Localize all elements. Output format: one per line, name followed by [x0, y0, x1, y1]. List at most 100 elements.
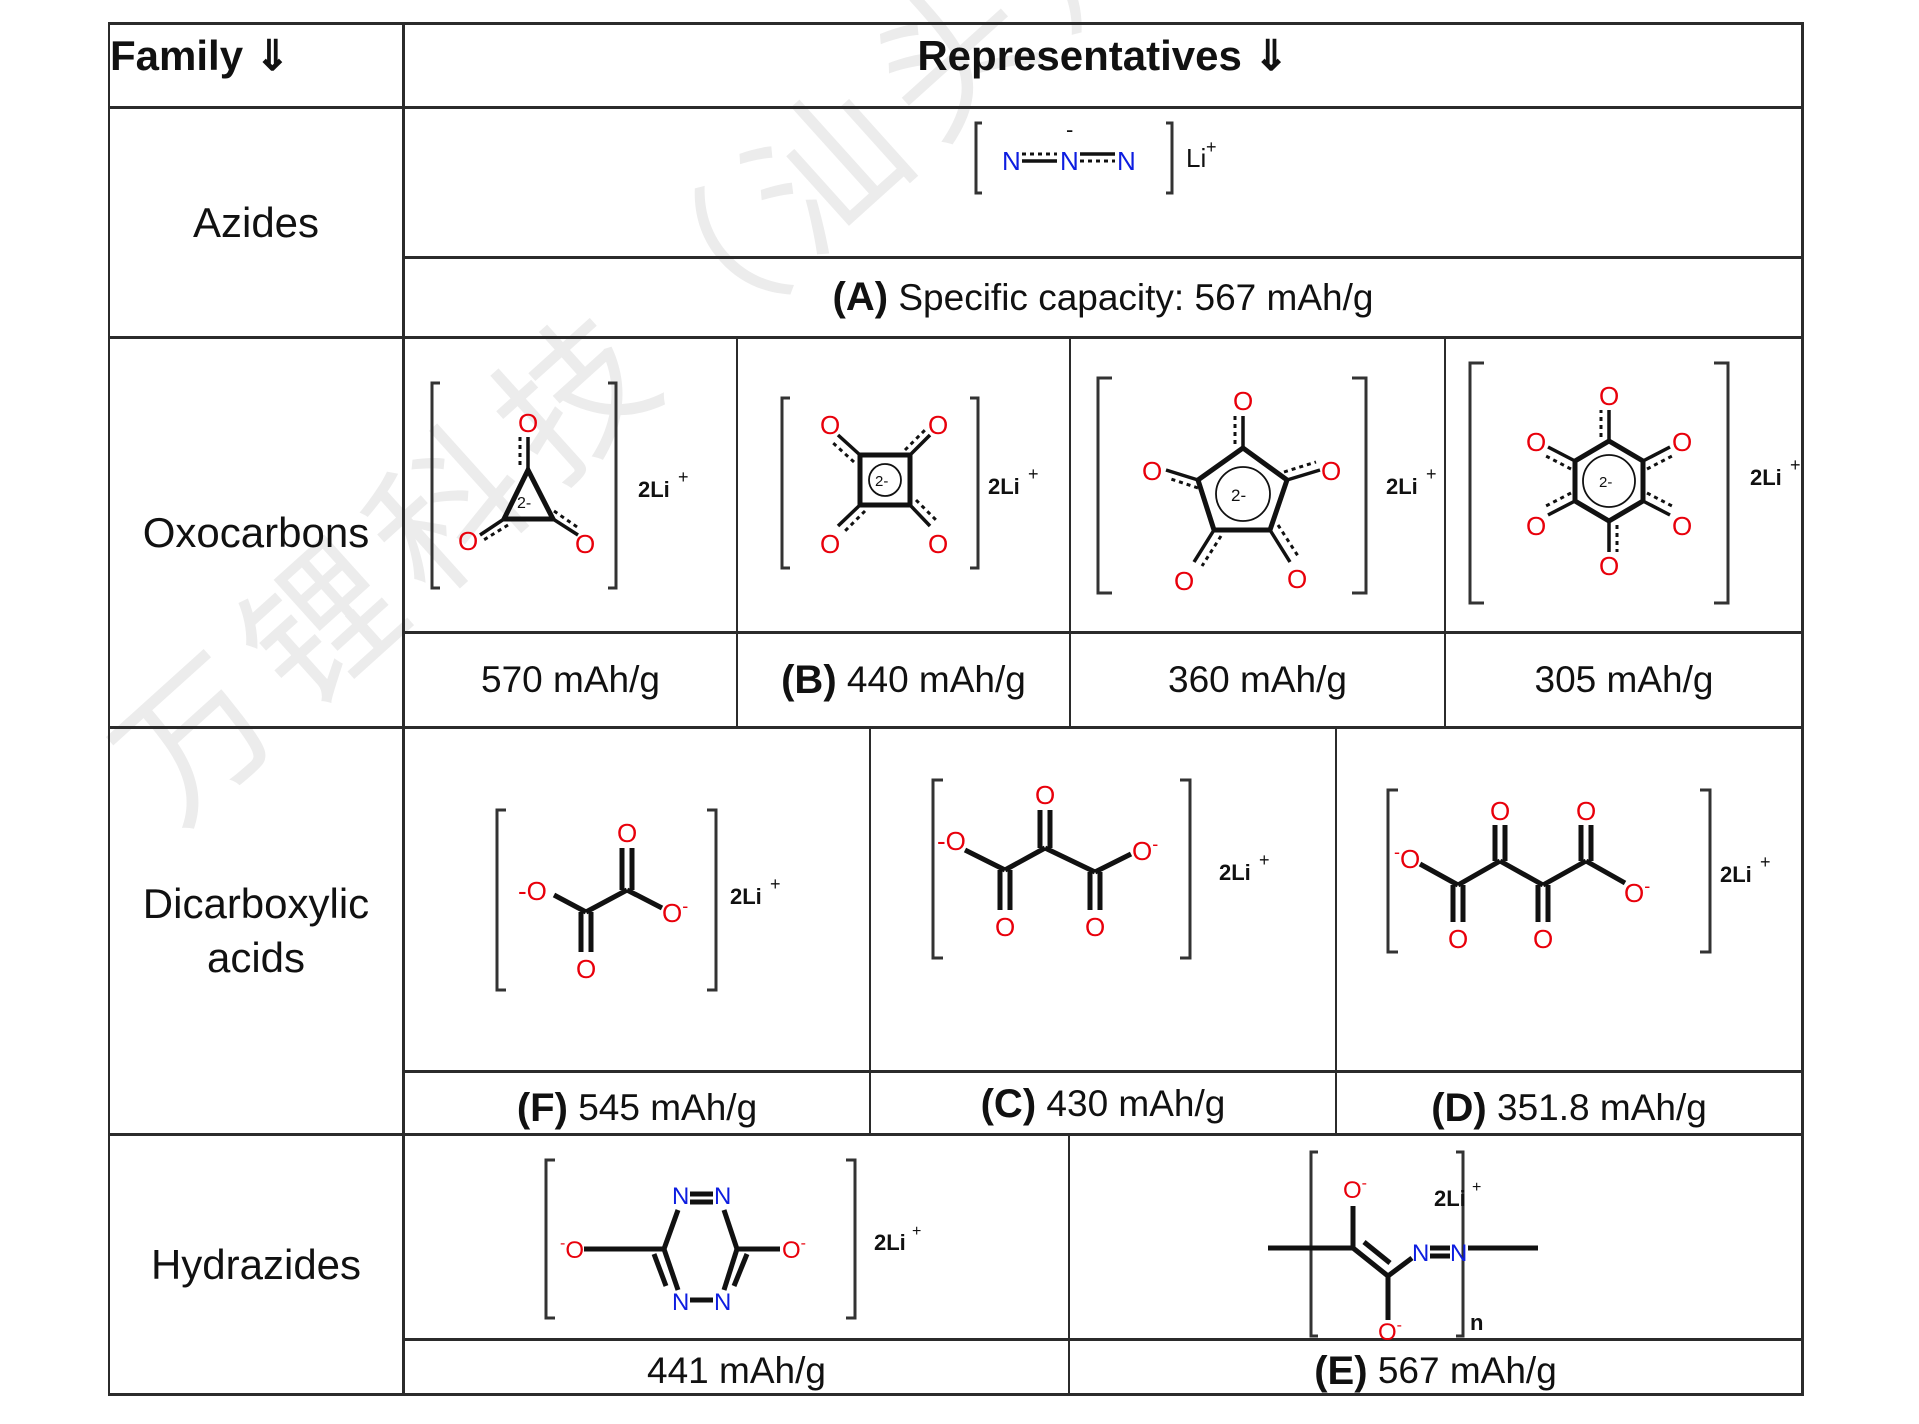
bracket-right	[608, 381, 618, 590]
oxocarbons-divider	[108, 726, 1803, 729]
capacity-B: (B) 440 mAh/g	[738, 634, 1069, 726]
azides-divider	[108, 336, 1803, 339]
label-D: (D)	[1431, 1085, 1487, 1130]
atom-O: O	[1599, 381, 1619, 411]
bracket-right	[846, 1158, 857, 1320]
bond-partial	[842, 509, 867, 534]
capacity-value-E: 567 mAh/g	[1377, 1350, 1557, 1391]
dicarboxylic-divider	[108, 1133, 1803, 1136]
capacity-D: (D) 351.8 mAh/g	[1337, 1073, 1801, 1143]
counter-ion-plus: +	[678, 467, 689, 487]
bond	[1541, 858, 1588, 888]
bracket-left	[430, 381, 440, 590]
rhodizonate-structure: 2- O O O O O O 2Li +	[1468, 361, 1801, 605]
atom-O: O	[820, 529, 840, 559]
bond	[1192, 529, 1216, 563]
atom-N: N	[1412, 1240, 1429, 1267]
capacity-value-tetrazine: 441 mAh/g	[647, 1350, 826, 1391]
atom-O: O	[617, 818, 637, 848]
atom-N: N	[714, 1183, 731, 1210]
bracket-right	[1700, 788, 1712, 954]
bracket-right	[1180, 778, 1192, 960]
atom-O: O	[1321, 456, 1341, 486]
counter-ion-plus: +	[912, 1223, 921, 1240]
bond	[908, 433, 932, 457]
azide-structure: N N - N Li +	[974, 117, 1217, 195]
bracket-left	[974, 121, 982, 195]
bond	[836, 503, 862, 528]
ring-circle	[1215, 466, 1271, 522]
bracket-right	[707, 808, 718, 992]
atom-O: O	[928, 410, 948, 440]
family-dicarboxylic-line2: acids	[206, 934, 306, 981]
bond	[1268, 529, 1292, 563]
bond	[1642, 499, 1671, 517]
capacity-value-D: 351.8 mAh/g	[1497, 1087, 1707, 1128]
ring-circle	[868, 463, 902, 497]
atom-O-minus: -O	[1394, 842, 1420, 874]
atom-O: O	[1035, 780, 1055, 810]
bond	[1286, 468, 1321, 482]
capacity-rhodizonate: 305 mAh/g	[1447, 634, 1801, 726]
atom-N-center: N	[1060, 146, 1079, 176]
atom-N: N	[1117, 146, 1136, 176]
oxalate-structure: -O O O O- 2Li +	[495, 808, 781, 992]
header-divider	[108, 106, 1803, 109]
bond	[625, 887, 664, 911]
atom-O: O	[576, 954, 596, 984]
atom-O: O	[1576, 796, 1596, 826]
bond-partial	[1283, 460, 1317, 474]
bond	[1456, 858, 1502, 888]
label-B: (B)	[781, 657, 837, 702]
capacity-C: (C) 430 mAh/g	[871, 1073, 1335, 1135]
capacity-E: (E) 567 mAh/g	[1070, 1341, 1801, 1401]
counter-ion: 2Li	[988, 474, 1020, 499]
ketomalonate-structure: -O O O O O- 2Li +	[931, 778, 1270, 960]
atom-N: N	[714, 1289, 731, 1316]
bracket-left	[931, 778, 943, 960]
dicarb-col-divider-2	[1335, 727, 1337, 1134]
bracket-left	[1468, 361, 1484, 605]
atom-O: O	[1672, 427, 1692, 457]
table-border-top	[108, 22, 1803, 25]
bond-partial	[903, 428, 927, 452]
capacity-croconate: 360 mAh/g	[1071, 634, 1444, 726]
azo-polymer-structure: O- O- N N 2Li + n	[1268, 1150, 1538, 1346]
atom-O-minus: O-	[662, 896, 688, 928]
bond	[908, 503, 932, 528]
counter-ion: 2Li	[1219, 860, 1251, 885]
bond	[721, 1209, 740, 1250]
bracket-left	[780, 396, 790, 570]
bond-partial	[1646, 491, 1675, 509]
bond	[1418, 861, 1460, 888]
dioxosuccinate-structure: -O O O O O O- 2Li +	[1386, 788, 1771, 954]
bond-partial	[1200, 535, 1223, 567]
family-dicarboxylic-line1: Dicarboxylic	[142, 880, 370, 927]
atom-O-minus: O-	[1132, 834, 1158, 866]
capacity-tetrazine: 441 mAh/g	[405, 1341, 1068, 1401]
bond	[1386, 1256, 1414, 1278]
ring-circle	[1582, 454, 1636, 508]
bond-partial	[1276, 524, 1300, 557]
bond	[963, 847, 1007, 873]
counter-ion-plus: +	[1028, 464, 1039, 484]
atom-O: O	[1672, 511, 1692, 541]
atom-O: O	[458, 526, 478, 556]
bond	[1547, 445, 1576, 463]
bracket-right	[1166, 121, 1174, 195]
counter-ion-plus: +	[1206, 137, 1217, 157]
bond	[479, 517, 505, 537]
bond	[552, 517, 579, 537]
bracket-right	[1714, 361, 1730, 605]
counter-ion: 2Li	[1386, 474, 1418, 499]
oxo-col-divider-1	[736, 337, 738, 727]
bracket-left	[544, 1158, 555, 1320]
oxocarbons-sub-divider	[403, 631, 1803, 634]
counter-ion-plus: +	[770, 874, 781, 894]
bond-partial	[1543, 453, 1572, 471]
atom-O: O	[575, 529, 595, 559]
capacity-deltate: 570 mAh/g	[405, 634, 736, 726]
counter-ion-plus: +	[1790, 455, 1801, 475]
table-border-right	[1801, 22, 1804, 1396]
